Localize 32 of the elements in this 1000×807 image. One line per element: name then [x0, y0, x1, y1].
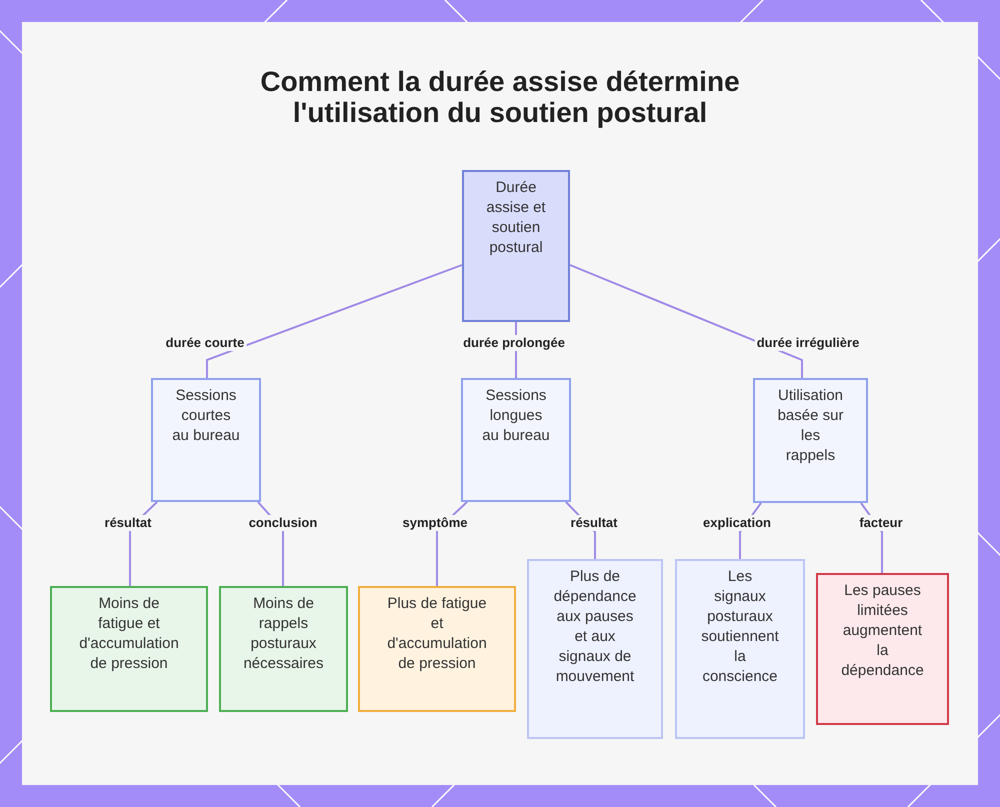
- outcome-box: [527, 559, 663, 739]
- node-text: Plus de fatigue et d'accumulation de pression: [386, 594, 488, 674]
- node-text: Durée assise et soutien postural: [485, 178, 547, 258]
- topic-box: [462, 170, 570, 322]
- outcome-box: [675, 559, 805, 739]
- edge-label: symptôme: [400, 515, 470, 531]
- node-text: Moins de fatigue et d'accumulation de pression: [78, 594, 180, 674]
- node-text: Les pauses limitées augmentent la dépendance: [840, 581, 925, 681]
- node-text: Sessions longues au bureau: [482, 386, 550, 446]
- edge-label: résultat: [568, 515, 620, 531]
- edge-label: résultat: [102, 515, 154, 531]
- outcome-box: [219, 586, 348, 712]
- edge-label: durée irrégulière: [754, 335, 862, 351]
- category-box: [151, 378, 261, 502]
- category-box: [461, 378, 571, 502]
- connector-line: [206, 264, 462, 378]
- connector-line: [570, 264, 803, 378]
- node-text: Sessions courtes au bureau: [172, 386, 240, 446]
- edge-label: facteur: [857, 515, 905, 531]
- edge-label: durée courte: [164, 335, 246, 351]
- node-text: Les signaux posturaux soutiennent la conscience: [701, 567, 779, 687]
- node-text: Utilisation basée sur les rappels: [776, 386, 844, 466]
- outcome-box: [358, 586, 516, 712]
- outcome-box: [50, 586, 208, 712]
- category-box: [753, 378, 868, 503]
- node-text: Moins de rappels posturaux nécessaires: [242, 594, 325, 674]
- edge-label: conclusion: [246, 515, 320, 531]
- edge-label: explication: [701, 515, 773, 531]
- outcome-box: [816, 573, 949, 725]
- edge-label: durée prolongée: [461, 335, 567, 351]
- node-text: Plus de dépendance aux pauses et aux signaux de mouvement: [552, 567, 638, 687]
- title: Comment la durée assise détermine l'utilisation du soutien postural: [259, 66, 741, 128]
